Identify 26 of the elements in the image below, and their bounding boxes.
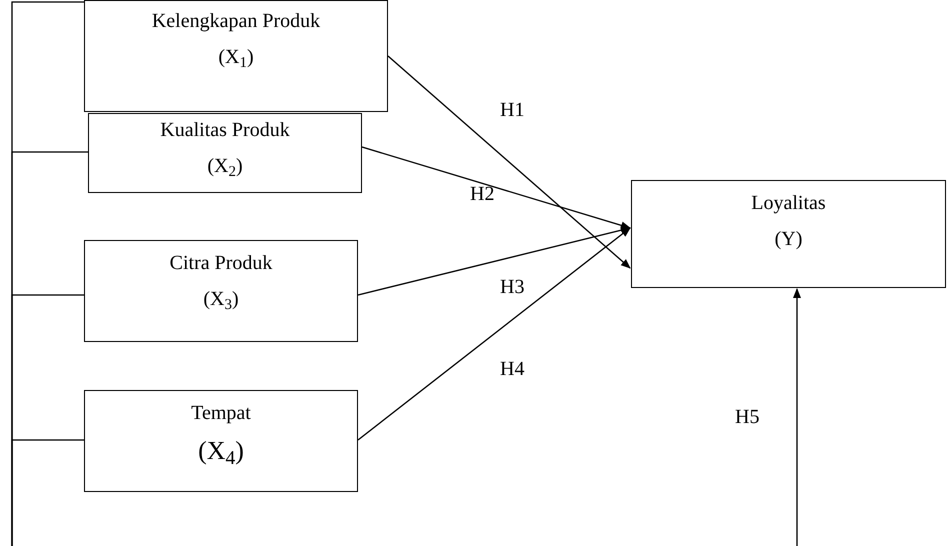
variable-box bbox=[84, 390, 358, 492]
edge-label: H4 bbox=[500, 357, 524, 381]
edge-label: H2 bbox=[470, 182, 494, 206]
arrow bbox=[362, 146, 631, 230]
bracket-line bbox=[11, 439, 84, 546]
variable-box bbox=[84, 0, 388, 112]
node-label: Kelengkapan Produk bbox=[152, 9, 320, 33]
variable-box bbox=[84, 240, 358, 342]
node-label: Loyalitas bbox=[751, 191, 826, 215]
node-label: Tempat bbox=[191, 401, 251, 425]
arrow bbox=[388, 56, 631, 269]
node-label: Citra Produk bbox=[170, 251, 272, 275]
node-label: (X$_{2}$) bbox=[207, 154, 243, 178]
edge-label: H1 bbox=[500, 98, 524, 122]
edge-label: H5 bbox=[735, 405, 760, 429]
node-label: (X$_{3}$) bbox=[203, 287, 239, 311]
node-label: (X$_{4}$) bbox=[198, 437, 244, 465]
arrow bbox=[358, 227, 631, 441]
arrow bbox=[358, 226, 631, 296]
arrow bbox=[793, 288, 801, 546]
edge-label: H3 bbox=[500, 275, 524, 299]
node-label: (X$_{1}$) bbox=[218, 45, 254, 69]
node-label: (Y) bbox=[774, 227, 802, 251]
variable-box bbox=[88, 113, 362, 193]
node-label: Kualitas Produk bbox=[160, 118, 290, 142]
variable-box bbox=[631, 180, 946, 288]
